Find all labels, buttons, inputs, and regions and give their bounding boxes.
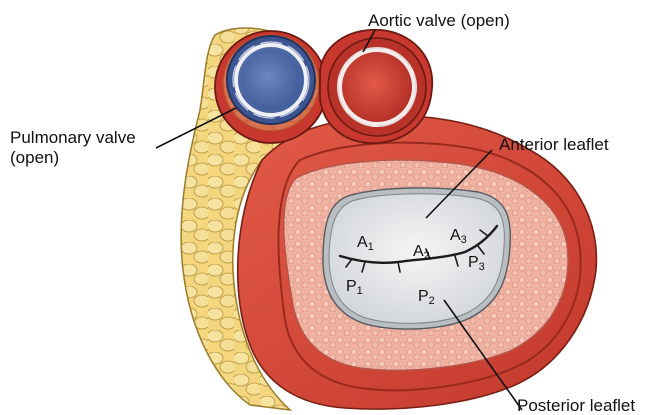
label-pulmonary-valve-line1: Pulmonary valve (10, 128, 136, 148)
aortic-valve (320, 30, 432, 143)
pulmonary-valve (215, 31, 327, 143)
label-posterior-leaflet: Posterior leaflet (517, 396, 635, 415)
label-pulmonary-valve-line2: (open) (10, 148, 136, 168)
label-posterior-leaflet-text: Posterior leaflet (517, 396, 635, 415)
label-pulmonary-valve: Pulmonary valve (open) (10, 128, 136, 168)
label-anterior-leaflet: Anterior leaflet (499, 135, 609, 155)
label-anterior-leaflet-text: Anterior leaflet (499, 135, 609, 155)
label-aortic-valve: Aortic valve (open) (368, 11, 510, 31)
label-aortic-valve-text: Aortic valve (open) (368, 11, 510, 31)
